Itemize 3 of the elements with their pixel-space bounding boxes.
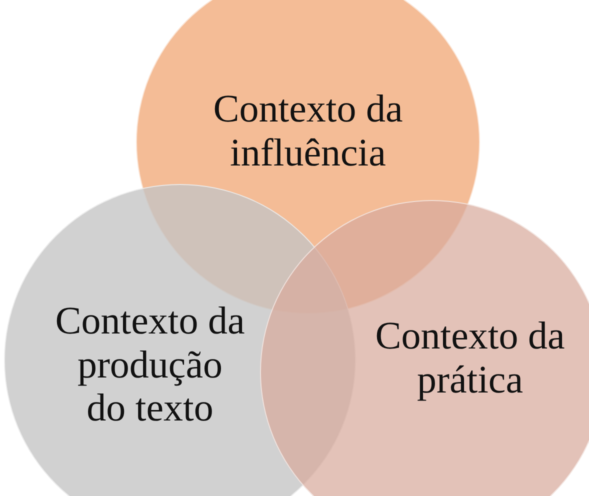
circle-label: Contexto da produção do texto	[55, 300, 245, 430]
circle-label: Contexto da prática	[374, 314, 566, 402]
circle-label: Contexto da influência	[212, 87, 404, 175]
